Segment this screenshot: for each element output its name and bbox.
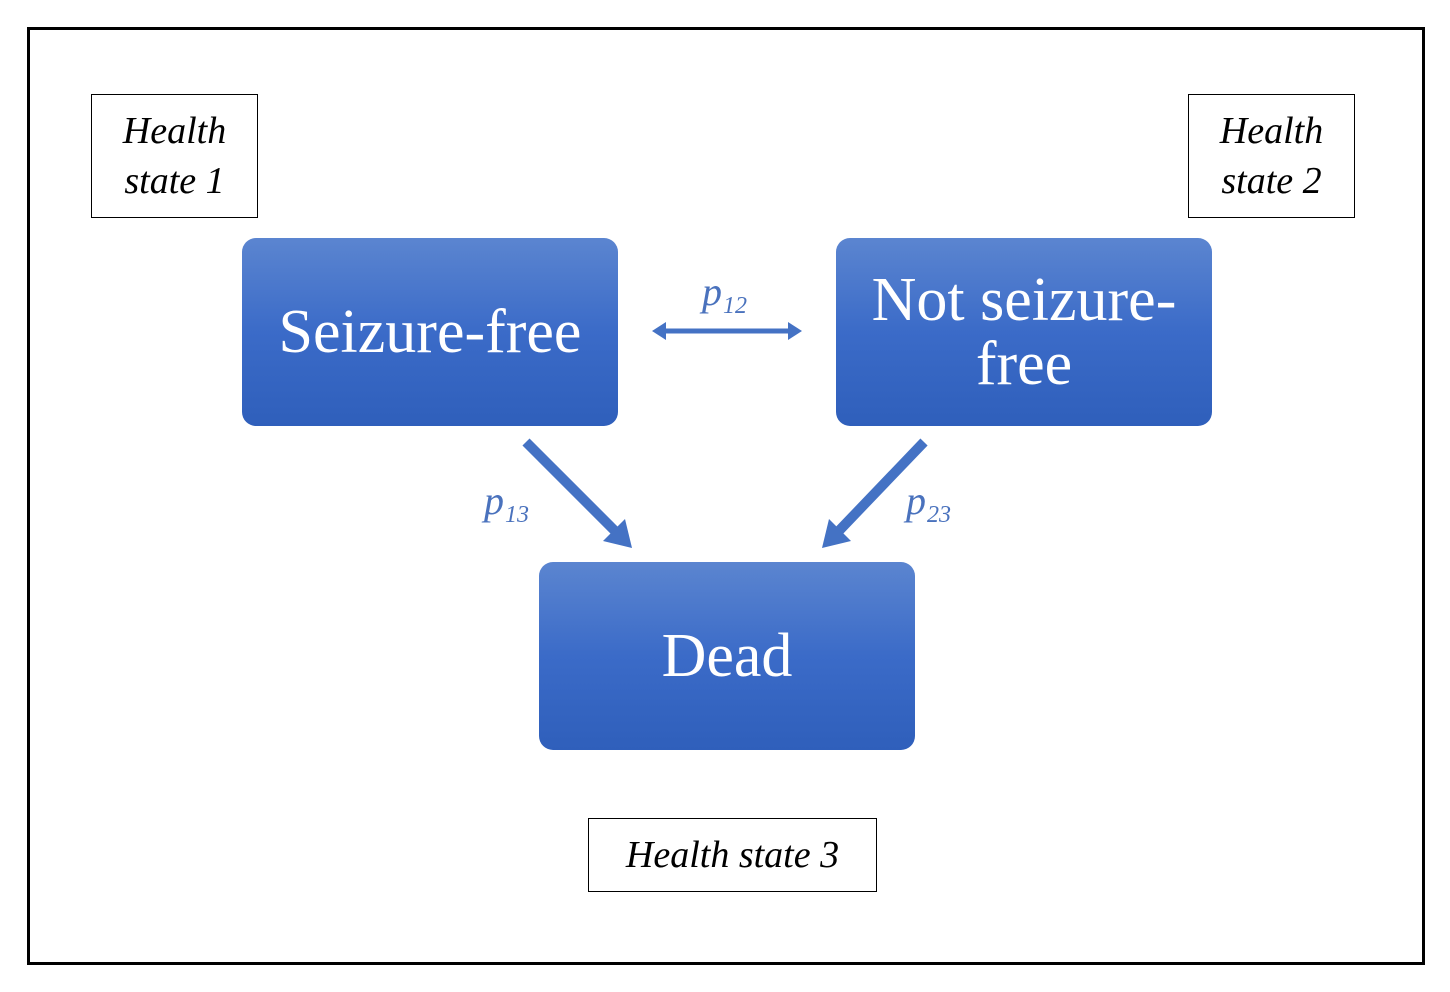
prob-p12-subscript: 12 bbox=[723, 293, 747, 319]
health-state-3-text: Health state 3 bbox=[625, 834, 840, 876]
prob-p23: p23 bbox=[906, 478, 951, 529]
health-state-1-label: Health state 1 bbox=[91, 94, 258, 218]
prob-p13: p13 bbox=[484, 478, 529, 529]
health-state-3-label: Health state 3 bbox=[588, 818, 877, 892]
state-seizure-free-label: Seizure-free bbox=[278, 298, 582, 366]
state-not-seizure-free-label: Not seizure-free bbox=[871, 266, 1177, 398]
prob-p13-subscript: 13 bbox=[505, 502, 529, 528]
prob-p23-symbol: p bbox=[906, 478, 926, 523]
state-not-seizure-free: Not seizure-free bbox=[836, 238, 1212, 426]
prob-p12: p12 bbox=[702, 269, 747, 320]
prob-p23-subscript: 23 bbox=[927, 502, 951, 528]
health-state-1-text: Health state 1 bbox=[122, 110, 227, 202]
health-state-2-label: Health state 2 bbox=[1188, 94, 1355, 218]
state-dead-label: Dead bbox=[661, 622, 793, 690]
health-state-2-text: Health state 2 bbox=[1219, 110, 1324, 202]
prob-p12-symbol: p bbox=[702, 269, 722, 314]
state-seizure-free: Seizure-free bbox=[242, 238, 618, 426]
state-dead: Dead bbox=[539, 562, 915, 750]
diagram-frame bbox=[27, 27, 1425, 965]
prob-p13-symbol: p bbox=[484, 478, 504, 523]
